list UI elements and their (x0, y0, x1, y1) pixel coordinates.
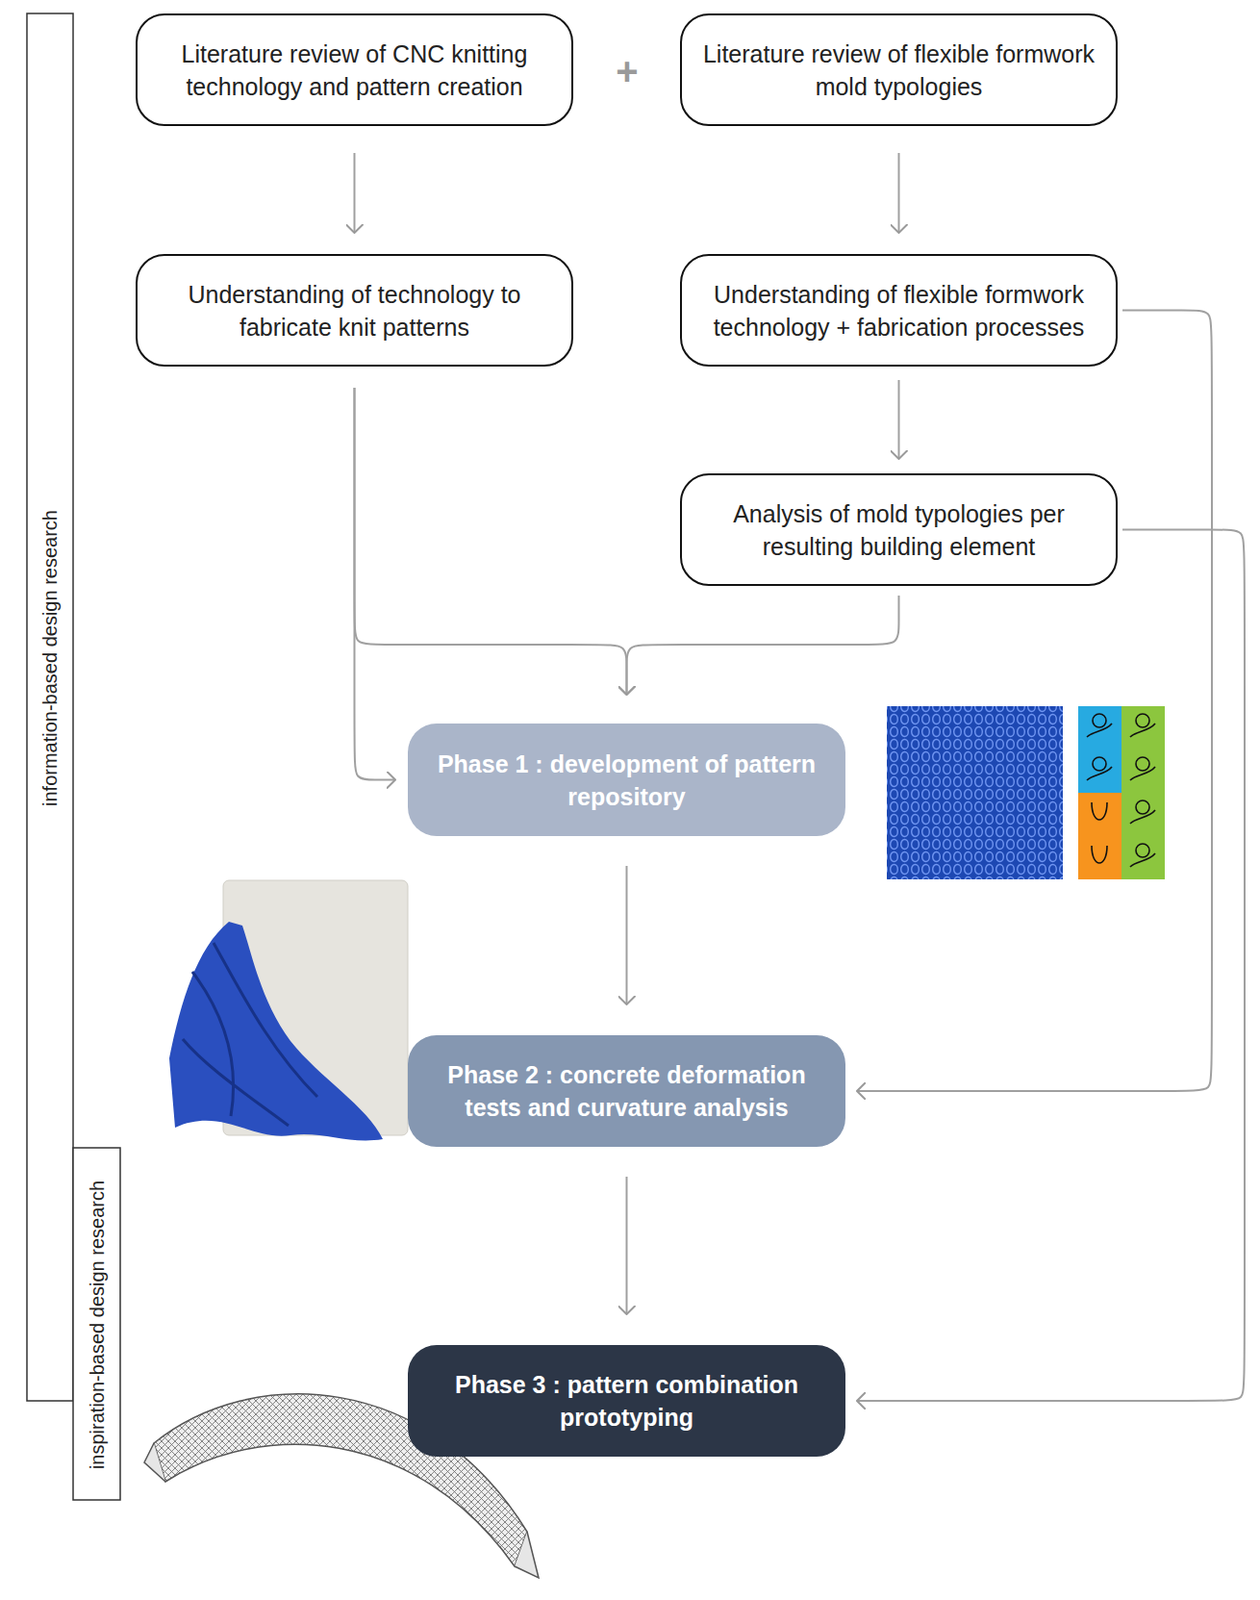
connector-arrow (354, 387, 397, 781)
bracket-label: information-based design research (39, 507, 62, 808)
box-text: Phase 3 : pattern combination prototypin… (425, 1367, 829, 1434)
concrete-sample (169, 880, 408, 1140)
box-text: Phase 1 : development of pattern reposit… (425, 747, 829, 813)
connector-arrow (626, 1176, 629, 1314)
process-box: Understanding of flexible formwork techn… (680, 253, 1118, 367)
box-text: Understanding of technology to fabricate… (154, 277, 555, 344)
connector-arrow (353, 152, 356, 233)
connector-arrow (627, 595, 900, 695)
connector-arrow (898, 152, 901, 233)
box-text: Analysis of mold typologies per resultin… (699, 497, 1099, 563)
connector-arrow (354, 387, 628, 695)
phase-box: Phase 3 : pattern combination prototypin… (407, 1344, 846, 1457)
process-box: Analysis of mold typologies per resultin… (680, 473, 1118, 586)
phase-box: Phase 2 : concrete deformation tests and… (407, 1034, 846, 1147)
connector-arrow (898, 379, 901, 459)
stitch-chart (1078, 705, 1165, 880)
bracket (73, 1147, 121, 1500)
bracket-label: inspiration-based design research (86, 1178, 109, 1471)
box-text: Understanding of flexible formwork techn… (699, 277, 1099, 344)
connector-arrow (856, 529, 1245, 1402)
connector-arrow (856, 310, 1212, 1092)
phase-box: Phase 1 : development of pattern reposit… (407, 723, 846, 836)
connector-arrow (626, 865, 629, 1005)
box-text: Phase 2 : concrete deformation tests and… (425, 1058, 829, 1124)
process-box: Literature review of CNC knitting techno… (135, 13, 574, 126)
plus-sign: + (615, 50, 638, 94)
bracket (26, 13, 74, 1401)
process-box: Literature review of flexible formwork m… (680, 13, 1118, 126)
knit-swatch (886, 705, 1063, 880)
process-box: Understanding of technology to fabricate… (135, 253, 574, 367)
box-text: Literature review of flexible formwork m… (699, 37, 1099, 103)
box-text: Literature review of CNC knitting techno… (154, 37, 555, 103)
